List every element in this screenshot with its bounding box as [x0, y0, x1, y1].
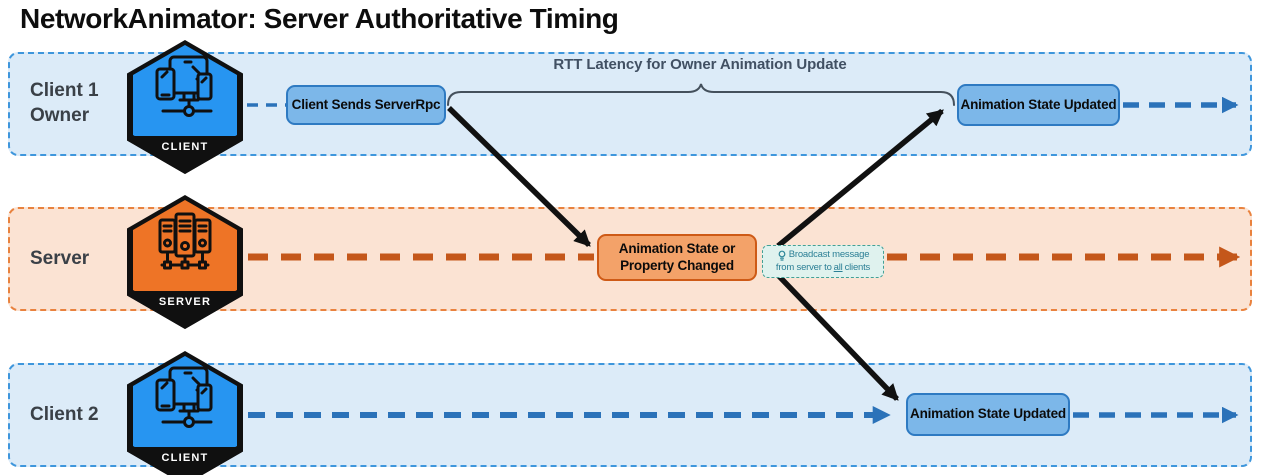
- lane-label-client2: Client 2: [30, 402, 99, 427]
- lane-label-line1: Client 1: [30, 80, 99, 101]
- page-title: NetworkAnimator: Server Authoritative Ti…: [20, 3, 619, 34]
- broadcast-note-text1: Broadcast message: [788, 249, 870, 261]
- event-box-label: Animation State Updated: [910, 406, 1066, 422]
- devices-icon: [155, 366, 213, 428]
- event-box-animation-state-or-property-changed: Animation State or Property Changed: [597, 234, 757, 281]
- broadcast-note-text2a: from server to: [775, 261, 832, 273]
- server-rack-icon: [158, 212, 212, 270]
- lane-label-server: Server: [30, 246, 89, 271]
- badge-ribbon: CLIENT: [127, 447, 243, 475]
- event-box-label: Animation State Updated: [960, 96, 1117, 112]
- badge-label: SERVER: [158, 296, 212, 308]
- lane-label-line2: Owner: [30, 105, 90, 127]
- broadcast-note-line2: from server to all clients: [776, 262, 870, 274]
- event-box-client-sends-serverrpc: Client Sends ServerRpc: [286, 85, 446, 125]
- lane-label-line1: Server: [30, 248, 90, 269]
- broadcast-note: Broadcast message from server to all cli…: [762, 245, 884, 278]
- lane-label-line1: Client 2: [30, 404, 99, 425]
- event-box-label-line2: Property Changed: [620, 257, 734, 273]
- event-box-label: Client Sends ServerRpc: [291, 96, 441, 112]
- devices-icon: [155, 55, 213, 117]
- lightbulb-icon: [778, 250, 786, 261]
- rtt-latency-label: RTT Latency for Owner Animation Update: [553, 56, 847, 73]
- broadcast-note-text2c: clients: [844, 261, 871, 273]
- event-box-label-line1: Animation State or: [618, 240, 736, 256]
- event-box-animation-state-updated-client2: Animation State Updated: [906, 393, 1070, 436]
- lane-label-client1-owner: Client 1 Owner: [30, 78, 99, 128]
- badge-label: CLIENT: [161, 141, 209, 153]
- broadcast-note-text2b: all: [833, 261, 843, 273]
- badge-label: CLIENT: [161, 452, 209, 464]
- event-box-animation-state-updated-owner: Animation State Updated: [957, 84, 1120, 126]
- broadcast-note-line1: Broadcast message: [777, 249, 870, 261]
